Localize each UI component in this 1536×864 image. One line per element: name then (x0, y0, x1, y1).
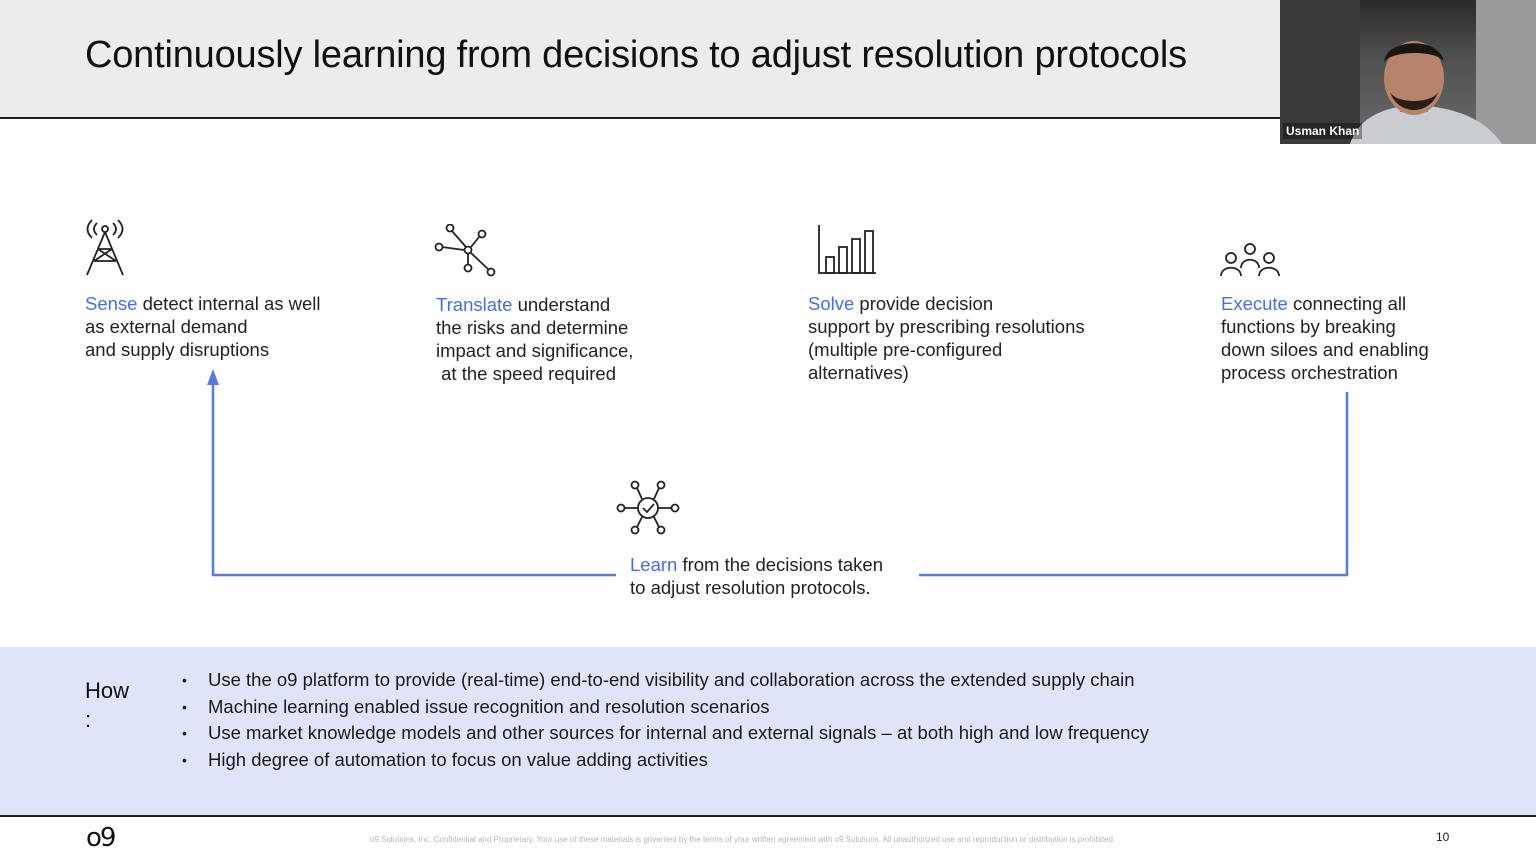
execute-text: process orchestration (1221, 362, 1398, 383)
slide-footer: o9 o9 Solutions, Inc. Confidential and P… (0, 817, 1536, 864)
network-check-icon (616, 480, 680, 535)
confidentiality-disclaimer: o9 Solutions, Inc. Confidential and Prop… (370, 835, 1116, 844)
solve-text: support by prescribing resolutions (808, 316, 1085, 337)
how-label-colon: : (85, 707, 92, 732)
radio-tower-icon (86, 219, 124, 276)
video-background (1280, 0, 1360, 144)
step-translate: Translate understand the risks and deter… (436, 293, 633, 385)
flow-connector-lines (207, 369, 1349, 577)
execute-text: functions by breaking (1221, 316, 1396, 337)
bar-chart-icon (818, 225, 876, 274)
step-learn: Learn from the decisions taken to adjust… (630, 553, 883, 599)
list-item: High degree of automation to focus on va… (180, 747, 1149, 774)
list-item: Use market knowledge models and other so… (180, 720, 1149, 747)
translate-text: at the speed required (436, 363, 616, 384)
participant-video[interactable]: Usman Khan (1280, 0, 1536, 144)
process-flow: Sense detect internal as well as externa… (0, 119, 1536, 647)
people-group-icon (1220, 243, 1280, 277)
translate-text: understand (512, 294, 611, 315)
how-label: How : (85, 676, 129, 734)
sense-keyword: Sense (85, 293, 138, 314)
solve-text: (multiple pre-configured (808, 339, 1003, 360)
list-item: Machine learning enabled issue recogniti… (180, 694, 1149, 721)
step-sense: Sense detect internal as well as externa… (85, 292, 321, 361)
learn-keyword: Learn (630, 554, 678, 575)
solve-keyword: Solve (808, 293, 855, 314)
page-number: 10 (1436, 830, 1450, 844)
translate-keyword: Translate (436, 294, 513, 315)
sense-text: and supply disruptions (85, 339, 270, 360)
solve-text: provide decision (854, 293, 994, 314)
solve-text: alternatives) (808, 362, 909, 383)
o9-logo: o9 (86, 823, 116, 853)
how-label-text: How (85, 678, 130, 703)
network-nodes-icon (434, 224, 496, 277)
step-execute: Execute connecting all functions by brea… (1221, 292, 1429, 384)
learn-text: from the decisions taken (677, 554, 883, 575)
video-background (1476, 0, 1536, 144)
sense-text: detect internal as well (137, 293, 321, 314)
how-bullet-list: Use the o9 platform to provide (real-tim… (180, 667, 1149, 773)
learn-text: to adjust resolution protocols. (630, 577, 871, 598)
participant-avatar (1350, 41, 1502, 144)
list-item: Use the o9 platform to provide (real-tim… (180, 667, 1149, 694)
step-solve: Solve provide decision support by prescr… (808, 292, 1085, 384)
translate-text: the risks and determine (436, 317, 629, 338)
sense-text: as external demand (85, 316, 248, 337)
slide-title: Continuously learning from decisions to … (85, 34, 1187, 76)
translate-text: impact and significance, (436, 340, 634, 361)
how-section: How : Use the o9 platform to provide (re… (0, 647, 1536, 817)
execute-text: down siloes and enabling (1221, 339, 1429, 360)
execute-text: connecting all (1287, 293, 1407, 314)
execute-keyword: Execute (1221, 293, 1288, 314)
participant-name-label: Usman Khan (1283, 123, 1363, 139)
